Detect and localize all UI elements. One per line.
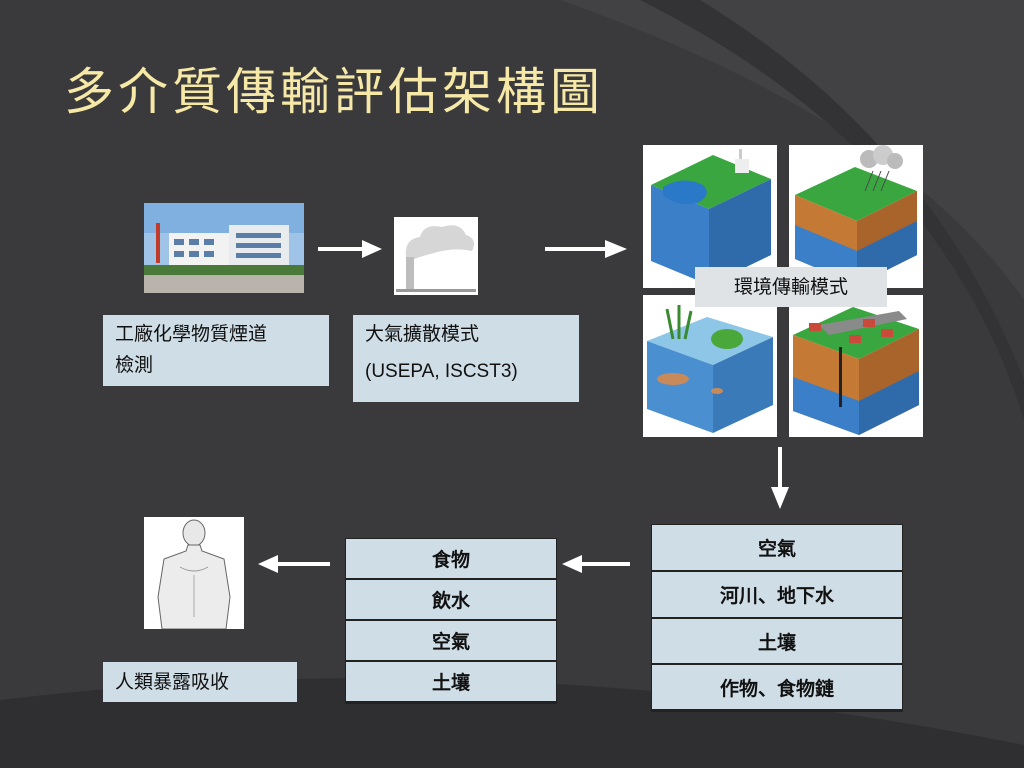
- media-cell-river-groundwater: 河川、地下水: [652, 572, 902, 617]
- arrow-left-2: [562, 555, 630, 573]
- arrow-left-1: [258, 555, 330, 573]
- environment-block-aquatic-icon: [643, 295, 777, 437]
- dispersion-label: 大氣擴散模式 (USEPA, ISCST3): [353, 315, 579, 402]
- media-cell-soil: 土壤: [652, 619, 902, 663]
- dispersion-label-line-2: (USEPA, ISCST3): [365, 361, 518, 382]
- exposure-pathways-table: 食物 飲水 空氣 土壤: [345, 538, 557, 704]
- pathway-cell-food: 食物: [346, 539, 556, 578]
- environmental-media-table: 空氣 河川、地下水 土壤 作物、食物鏈: [651, 524, 903, 712]
- human-body-icon: [144, 517, 244, 629]
- human-exposure-label: 人類暴露吸收: [103, 662, 297, 702]
- arrow-down: [771, 447, 789, 509]
- dispersion-label-line-1: 大氣擴散模式: [365, 323, 480, 345]
- environment-blocks-illustration: 環境傳輸模式: [643, 145, 923, 437]
- media-cell-crops-foodchain: 作物、食物鏈: [652, 665, 902, 709]
- env-transport-label: 環境傳輸模式: [695, 267, 887, 307]
- factory-label: 工廠化學物質煙道 檢測: [103, 315, 329, 386]
- environment-block-water-icon: [643, 145, 777, 288]
- smokestack-icon: [394, 217, 478, 295]
- pathway-cell-soil: 土壤: [346, 662, 556, 701]
- pathway-cell-water: 飲水: [346, 580, 556, 619]
- pathway-cell-air: 空氣: [346, 621, 556, 660]
- factory-label-line-1: 工廠化學物質煙道: [115, 323, 268, 345]
- factory-label-line-2: 檢測: [115, 354, 154, 376]
- environment-block-housing-icon: [789, 295, 923, 437]
- arrow-right-2: [545, 240, 627, 258]
- arrow-right-1: [318, 240, 382, 258]
- page-title: 多介質傳輸評估架構圖: [64, 63, 604, 121]
- environment-block-rain-icon: [789, 145, 923, 288]
- media-cell-air: 空氣: [652, 525, 902, 570]
- factory-photo: [144, 203, 304, 293]
